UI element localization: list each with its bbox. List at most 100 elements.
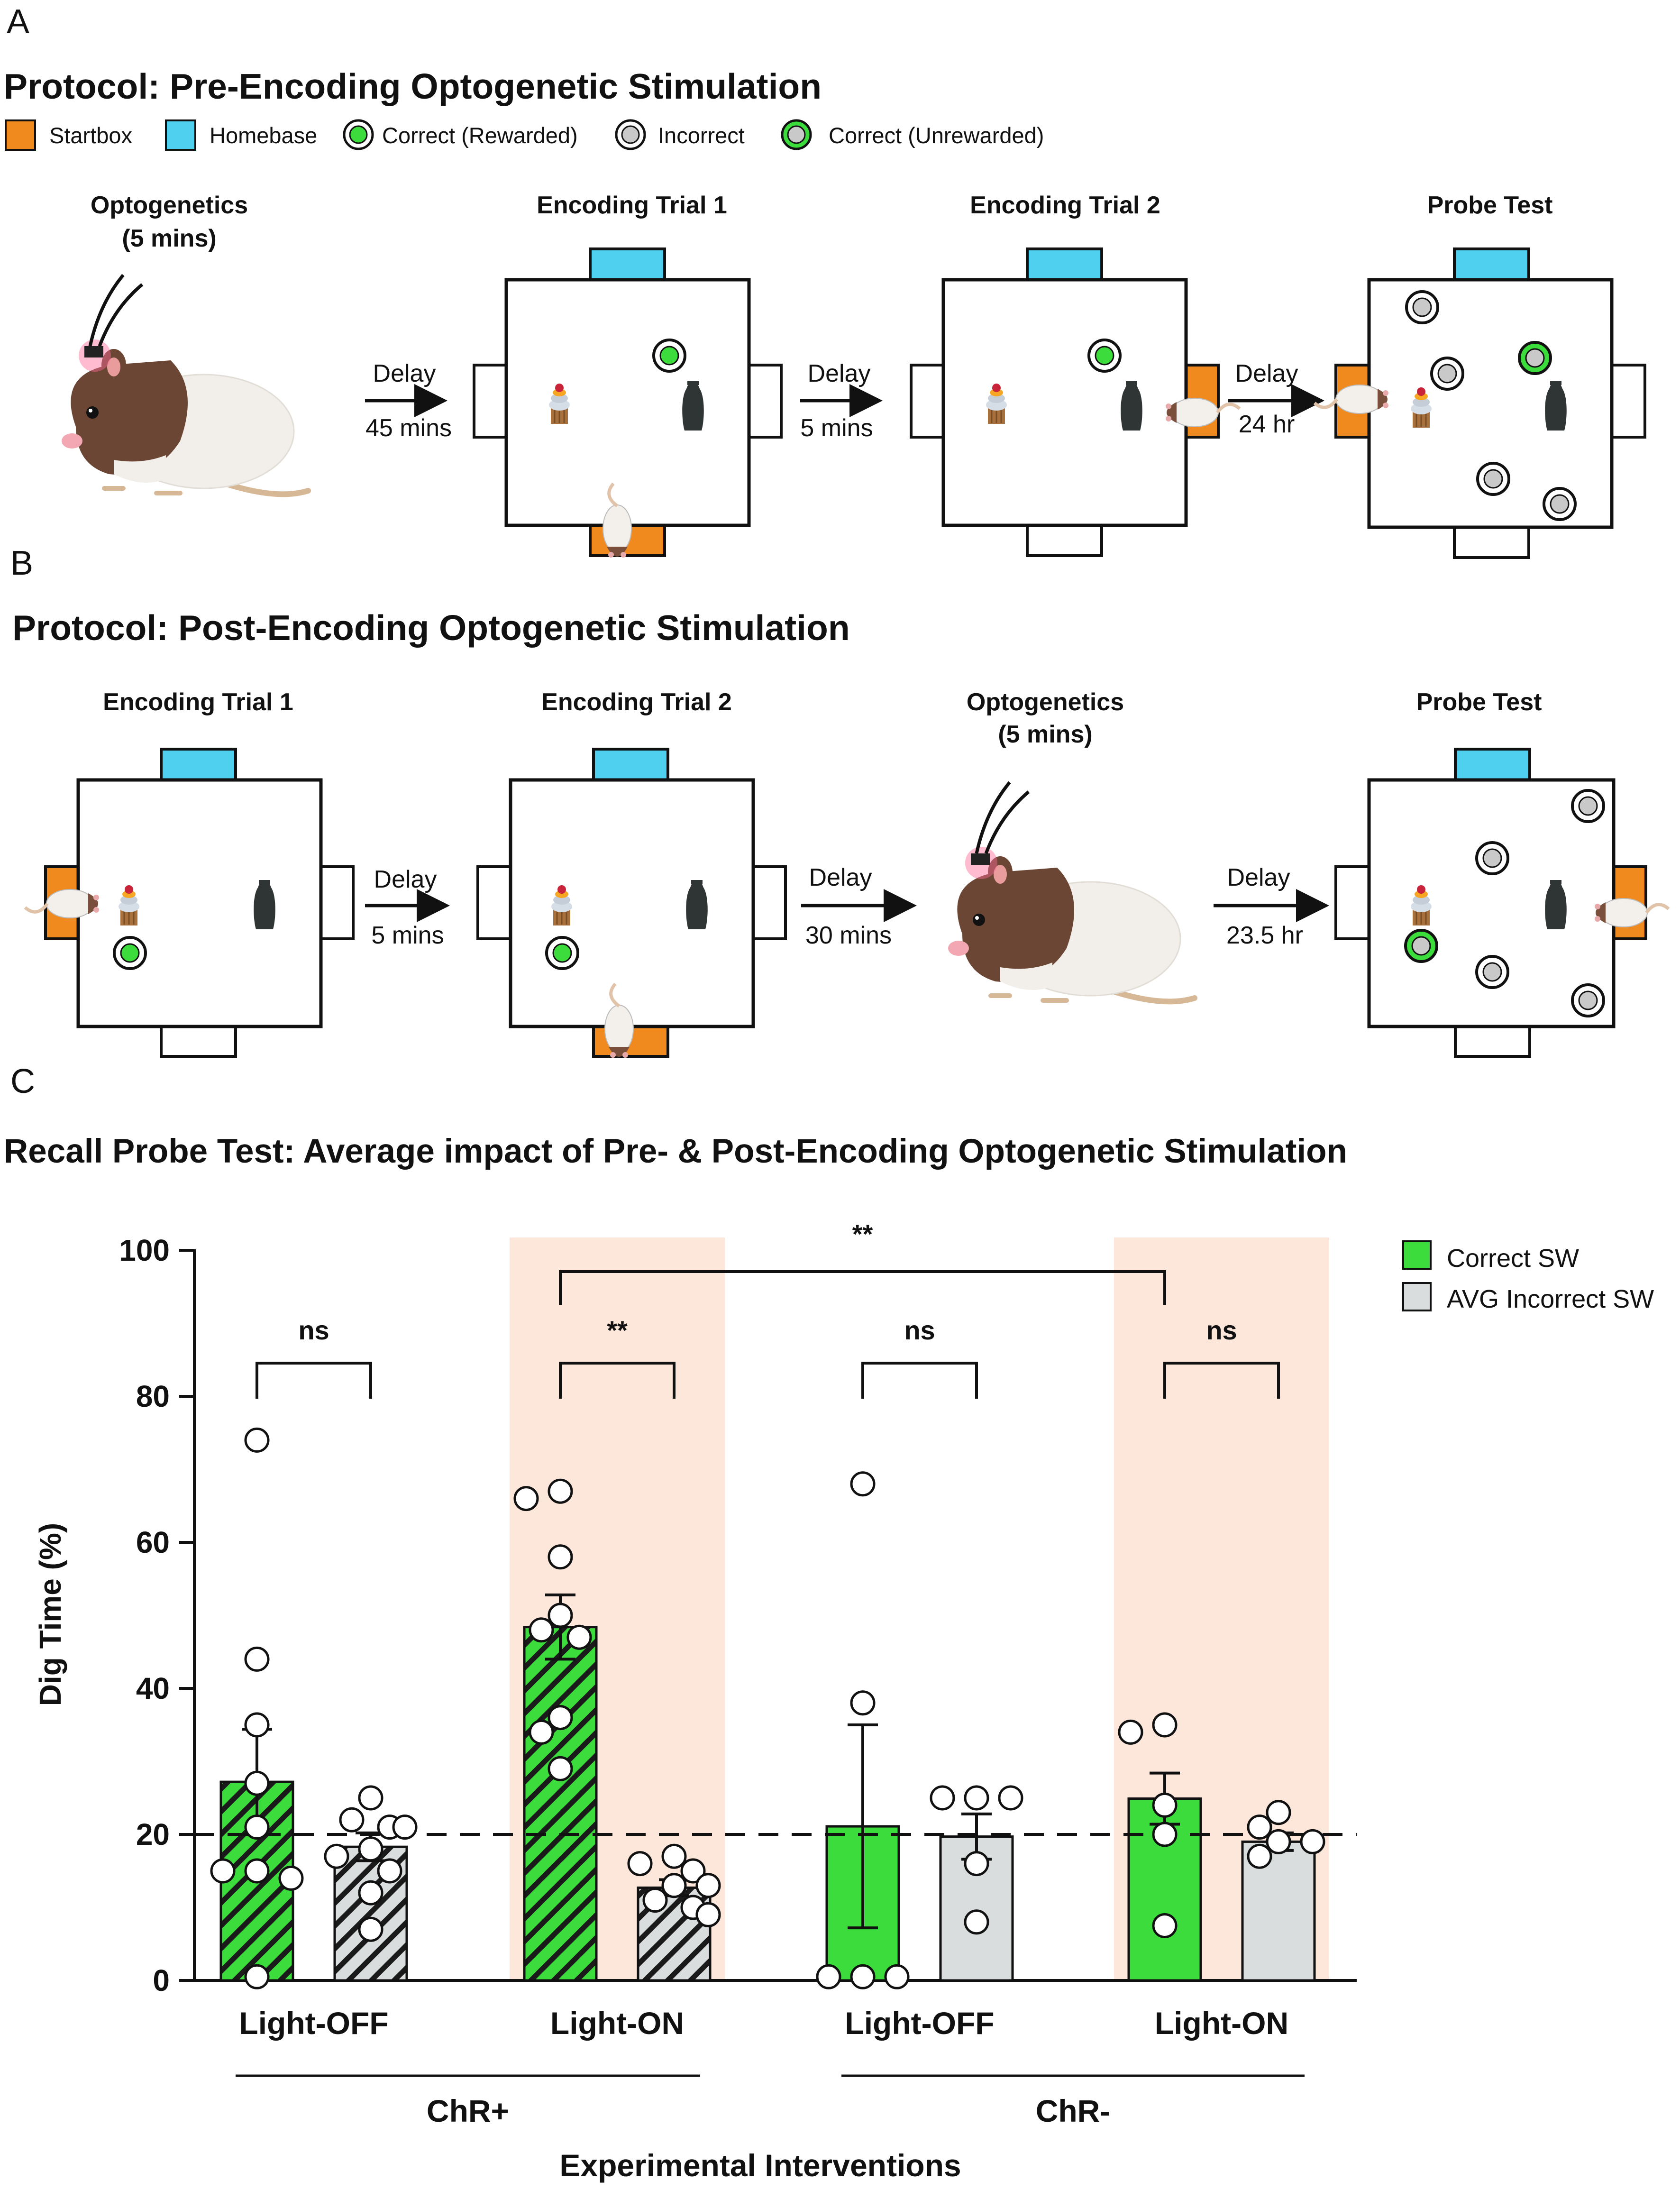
x-axis-label: Experimental Interventions [559, 2148, 961, 2183]
panel-c-letter: C [10, 1063, 35, 1100]
group-label: ChR- [1036, 2093, 1111, 2128]
y-tick-label: 100 [119, 1233, 170, 1267]
data-point [529, 1719, 554, 1745]
data-point [566, 1624, 592, 1650]
data-point [680, 1858, 706, 1884]
data-point [244, 1646, 270, 1672]
data-point [529, 1617, 554, 1643]
y-tick-label: 0 [153, 1963, 170, 1998]
data-point [377, 1858, 402, 1884]
panel-a: A Protocol: Pre-Encoding Optogenetic Sti… [4, 3, 1646, 558]
data-point [324, 1843, 349, 1869]
data-point [548, 1705, 573, 1731]
data-point [850, 1471, 876, 1497]
data-point [244, 1712, 270, 1738]
data-point [1266, 1829, 1291, 1854]
arena-b-probe [1334, 748, 1669, 1058]
y-axis-ticks: 0 20 40 60 80 100 [119, 1233, 194, 1998]
data-point [358, 1916, 383, 1942]
y-tick-label: 80 [136, 1379, 170, 1413]
data-point [278, 1865, 304, 1891]
group-label: ChR+ [427, 2093, 509, 2128]
x-category-label: Light-ON [1155, 2006, 1288, 2041]
panel-c-title: Recall Probe Test: Average impact of Pre… [4, 1133, 1347, 1170]
legend-swatch-correct [1402, 1240, 1432, 1270]
data-point [548, 1478, 573, 1504]
data-point [210, 1858, 236, 1884]
data-point [850, 1690, 876, 1716]
data-point [548, 1756, 573, 1781]
delay-a2-time: 5 mins [800, 414, 873, 442]
data-point [244, 1858, 270, 1884]
x-category-label: Light-OFF [845, 2006, 994, 2041]
data-points [210, 1427, 1325, 1989]
data-point [548, 1544, 573, 1570]
data-point [339, 1807, 365, 1833]
stage-a1-title-line2: (5 mins) [122, 225, 216, 252]
data-point [642, 1888, 668, 1913]
stage-a1-title-line1: Optogenetics [91, 192, 248, 219]
legend-label-correct-rewarded: Correct (Rewarded) [382, 123, 578, 148]
probe-dots-b [1404, 789, 1605, 1017]
stage-b1-title: Encoding Trial 1 [103, 688, 293, 716]
data-point [695, 1902, 721, 1927]
bar-correct-1 [523, 1626, 598, 1982]
data-point [1152, 1792, 1178, 1818]
legend-label-startbox: Startbox [49, 123, 132, 148]
data-point [513, 1486, 539, 1512]
data-point [695, 1873, 721, 1898]
data-point [392, 1814, 418, 1840]
significance-bracket [1163, 1362, 1280, 1399]
legend-label-correct-sw: Correct SW [1447, 1244, 1579, 1273]
x-category-label: Light-OFF [239, 2006, 388, 2041]
x-category-label: Light-ON [550, 2006, 684, 2041]
legend-label-homebase: Homebase [210, 123, 317, 148]
significance-label: ** [607, 1315, 628, 1345]
y-tick-label: 20 [136, 1817, 170, 1851]
data-point [661, 1873, 687, 1898]
significance-label: ns [1206, 1315, 1237, 1345]
data-point [1247, 1814, 1272, 1840]
homebase-swatch [165, 119, 196, 151]
data-point [1152, 1712, 1178, 1738]
arena-b-encoding-2 [476, 748, 787, 1058]
data-point [627, 1851, 653, 1877]
bar-incorrect-3 [1241, 1840, 1316, 1982]
data-point [930, 1785, 955, 1811]
chart-legend: Correct SW AVG Incorrect SW [1402, 1240, 1654, 1313]
green-dot-core [349, 125, 368, 144]
delay-b2-label: Delay [809, 864, 872, 891]
delay-b1-time: 5 mins [371, 922, 444, 949]
data-point [244, 1814, 270, 1840]
data-point [244, 1427, 270, 1453]
data-point [1118, 1719, 1143, 1745]
data-point [1266, 1800, 1291, 1825]
y-tick-label: 40 [136, 1671, 170, 1705]
delay-a2-label: Delay [808, 360, 871, 387]
delay-b1-label: Delay [374, 866, 437, 893]
arena-a-encoding-2 [910, 247, 1240, 557]
significance-bracket [559, 1362, 676, 1399]
delay-a3-time: 24 hr [1239, 411, 1295, 438]
stage-b3-title-line1: Optogenetics [967, 688, 1124, 716]
data-point [358, 1880, 383, 1906]
legend-label-correct-unrewarded: Correct (Unrewarded) [829, 123, 1044, 148]
probe-dots-a [1405, 290, 1577, 521]
data-point [548, 1603, 573, 1628]
x-category-labels: Light-OFF Light-ON Light-OFF Light-ON [239, 2006, 1288, 2041]
data-point [358, 1836, 383, 1862]
delay-b3-time: 23.5 hr [1226, 922, 1303, 949]
delay-a1-time: 45 mins [365, 414, 452, 442]
data-point [1152, 1913, 1178, 1938]
arena-a-encoding-1 [473, 247, 783, 558]
data-point [884, 1964, 910, 1989]
data-point [964, 1785, 989, 1811]
significance-label: ns [904, 1315, 935, 1345]
green-ring-grey-dot-core [787, 125, 806, 144]
data-point [850, 1964, 876, 1989]
data-point [244, 1964, 270, 1989]
y-tick-label: 60 [136, 1525, 170, 1559]
panel-b: B Protocol: Post-Encoding Optogenetic St… [10, 544, 1669, 1058]
stage-b2-title: Encoding Trial 2 [541, 688, 732, 716]
